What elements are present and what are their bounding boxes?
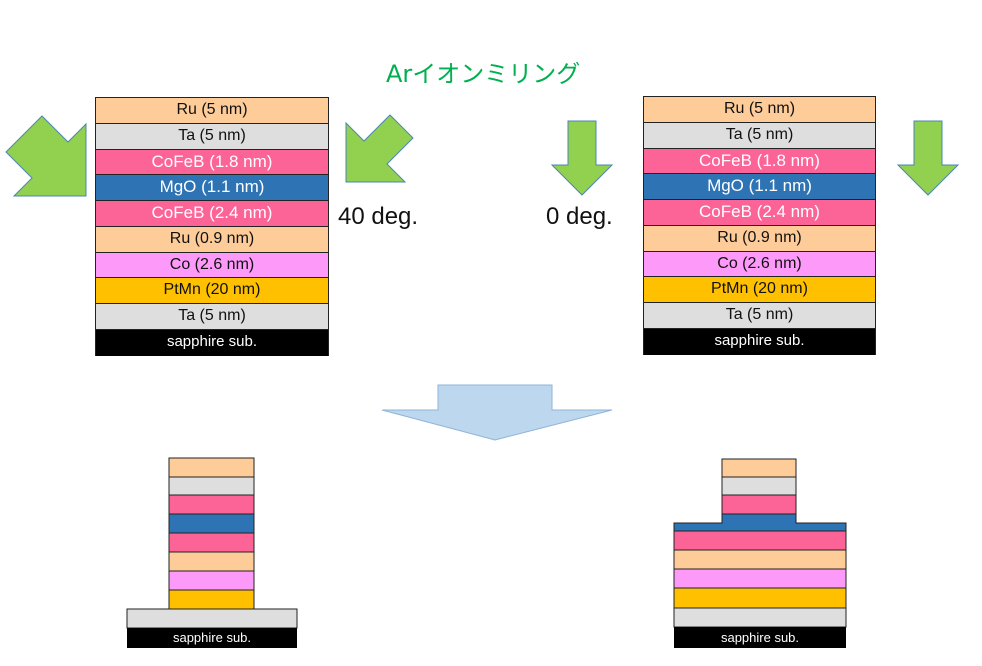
milled-layer-ptmn [673, 587, 847, 609]
layer-substrate: sapphire sub. [644, 328, 875, 355]
milled-substrate-label-right: sapphire sub. [720, 630, 800, 645]
arrow-down-left-icon [345, 114, 414, 183]
milled-layer-ru-cap [721, 458, 797, 478]
arrow-down-right-icon [5, 115, 87, 197]
arrow-down-icon [550, 120, 614, 196]
layer-co: Co (2.6 nm) [644, 251, 875, 278]
layer-co: Co (2.6 nm) [96, 252, 328, 279]
layer-ptmn: PtMn (20 nm) [96, 278, 328, 304]
arrow-down-icon [896, 120, 960, 196]
layer-cofeb-ref: CoFeB (2.4 nm) [96, 201, 328, 227]
layer-ta-seed: Ta (5 nm) [96, 304, 328, 330]
layer-substrate: sapphire sub. [96, 329, 328, 356]
angle-label-right: 0 deg. [546, 203, 613, 230]
milled-substrate [127, 628, 297, 648]
milled-layer-co [673, 568, 847, 589]
layer-mgo: MgO (1.1 nm) [644, 174, 875, 200]
milled-layer-ta-cap [721, 476, 797, 496]
layer-ru-spacer: Ru (0.9 nm) [96, 226, 328, 253]
milled-layer-ta-seed [673, 607, 847, 628]
layer-ta-cap: Ta (5 nm) [96, 123, 328, 150]
layer-ptmn: PtMn (20 nm) [644, 277, 875, 303]
milled-layer-ru-spacer [673, 549, 847, 570]
milled-layer-mgo [673, 513, 847, 532]
right-stack: Ru (5 nm) Ta (5 nm) CoFeB (1.8 nm) MgO (… [643, 96, 876, 355]
milled-substrate-label-left: sapphire sub. [172, 630, 252, 645]
milled-layer-cofeb-ref [673, 530, 847, 551]
layer-ta-seed: Ta (5 nm) [644, 303, 875, 329]
layer-cofeb-ref: CoFeB (2.4 nm) [644, 200, 875, 226]
left-stack: Ru (5 nm) Ta (5 nm) CoFeB (1.8 nm) MgO (… [95, 97, 329, 356]
layer-cofeb-free: CoFeB (1.8 nm) [644, 148, 875, 175]
layer-ta-cap: Ta (5 nm) [644, 122, 875, 149]
layer-mgo: MgO (1.1 nm) [96, 175, 328, 201]
milled-substrate [674, 627, 846, 648]
title: Arイオンミリング [386, 60, 581, 88]
layer-ru-cap: Ru (5 nm) [96, 98, 328, 124]
layer-ru-spacer: Ru (0.9 nm) [644, 225, 875, 252]
layer-cofeb-free: CoFeB (1.8 nm) [96, 149, 328, 176]
process-down-arrow-icon [381, 384, 613, 441]
layer-ru-cap: Ru (5 nm) [644, 97, 875, 123]
milled-layer-cofeb-free [721, 494, 797, 515]
angle-label-left: 40 deg. [338, 203, 419, 230]
